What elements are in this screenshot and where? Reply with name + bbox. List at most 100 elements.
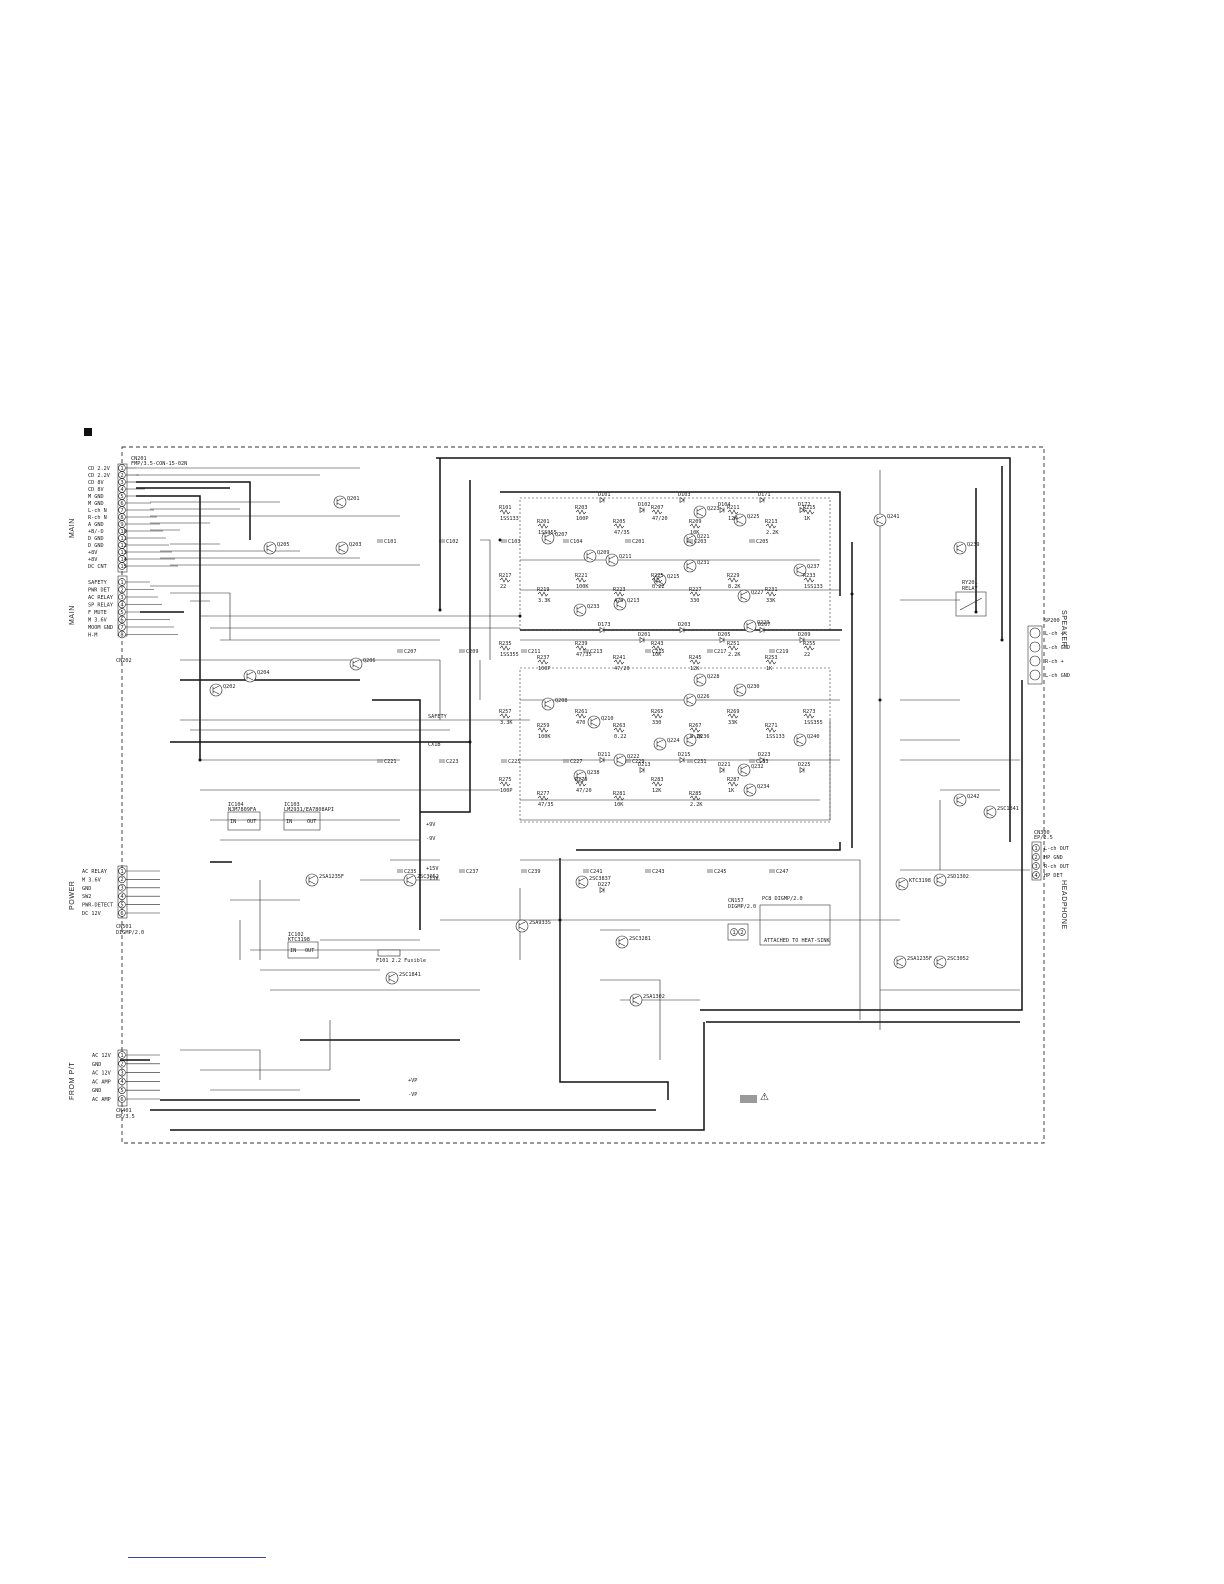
ic-pin-label: IN xyxy=(230,819,236,825)
transistor-collector xyxy=(632,995,640,1000)
ic-box xyxy=(283,811,321,831)
transistor-emitter xyxy=(616,760,624,765)
transistor-label: 2SC1841 xyxy=(997,806,1019,812)
junction-dot xyxy=(438,608,442,612)
capacitor-label: C207 xyxy=(404,649,417,655)
pin-number: 13 xyxy=(120,550,127,556)
pin-number: 4 xyxy=(120,487,123,493)
transistor-emitter xyxy=(308,880,316,885)
from-pt-connector-pin-label: GND xyxy=(92,1088,101,1094)
transistor-emitter xyxy=(736,690,744,695)
transistor-emitter xyxy=(740,596,748,601)
transistor-emitter xyxy=(616,604,624,609)
main-connector-pin-label: L-ch N xyxy=(88,508,107,514)
transistor-power xyxy=(933,955,947,969)
side-label-main: MAIN xyxy=(69,518,76,538)
resistor xyxy=(689,659,701,665)
rail-label: +9V xyxy=(426,822,435,828)
transistor-collector xyxy=(544,699,552,704)
side-label-main: MAIN xyxy=(69,605,76,625)
resistor xyxy=(499,577,511,583)
diode xyxy=(639,766,645,774)
resistor-label: R203 xyxy=(575,505,588,511)
main-connector-pin-label: M GND xyxy=(88,501,104,507)
resistor xyxy=(727,713,739,719)
main-connector-pin-label: +8V xyxy=(88,557,97,563)
transistor-label: Q204 xyxy=(257,670,270,676)
signal-wire xyxy=(600,979,661,1060)
transistor-label: Q230 xyxy=(747,684,760,690)
speaker-pin-label: L-ch GND xyxy=(1045,645,1070,651)
resistor-value: 2.2K xyxy=(690,802,703,808)
main-connector-pin-label: R-ch N xyxy=(88,515,107,521)
resistor-label: R263 xyxy=(613,723,626,729)
power-connector-pin-label: SW2 xyxy=(82,894,91,900)
transistor-emitter xyxy=(578,882,586,887)
diode xyxy=(679,626,685,634)
transistor-collector xyxy=(736,515,744,520)
power-connector-pin-label: GND xyxy=(82,886,91,892)
capacitor-label: C233 xyxy=(756,759,769,765)
resistor-label: R219 xyxy=(537,587,550,593)
transistor-collector xyxy=(740,591,748,596)
resistor-value: 100K xyxy=(576,584,589,590)
resistor xyxy=(613,523,625,529)
rail-label: -VP xyxy=(408,1092,417,1098)
pin-number: 5 xyxy=(120,902,123,908)
resistor-label: R233 xyxy=(803,573,816,579)
transistor-label: Q207 xyxy=(555,532,568,538)
transistor-label: Q226 xyxy=(697,694,710,700)
main-connector-pin-label: D GND xyxy=(88,543,104,549)
transistor-emitter xyxy=(576,776,584,781)
transistor-collector xyxy=(656,739,664,744)
transistor-emitter xyxy=(956,800,964,805)
main-connector-pin-label: CD 8V xyxy=(88,480,104,486)
control-connector-pin-label: SAFETY xyxy=(88,580,108,586)
resistor xyxy=(575,713,587,719)
signal-wire xyxy=(150,585,201,600)
transistor-collector xyxy=(266,543,274,548)
transistor-emitter xyxy=(936,880,944,885)
control-connector-pin-label: MOOM GND xyxy=(88,625,113,631)
ic-ref: IC102 xyxy=(288,932,304,938)
transistor-power xyxy=(893,955,907,969)
resistor-label: R209 xyxy=(689,519,702,525)
resistor xyxy=(765,591,777,597)
transistor-emitter xyxy=(986,812,994,817)
control-connector-pin xyxy=(118,623,126,631)
pin-number: 7 xyxy=(120,625,123,631)
pin-number: 9 xyxy=(120,522,123,528)
capacitor-label: C211 xyxy=(528,649,541,655)
transistor-collector xyxy=(686,735,694,740)
resistor xyxy=(689,727,701,733)
junction-dot xyxy=(468,740,472,744)
transistor-label: Q231 xyxy=(697,560,710,566)
diode xyxy=(799,636,805,644)
main-connector-body xyxy=(117,463,128,573)
resistor-value: 1SS355 xyxy=(538,530,557,536)
capacitor-label: C239 xyxy=(528,869,541,875)
transistor-power xyxy=(895,877,909,891)
pin-number: 2 xyxy=(740,930,743,936)
transistor-label: Q233 xyxy=(587,604,600,610)
pin-number: 7 xyxy=(120,508,123,514)
ic-ref: IC104 xyxy=(228,802,244,808)
power-connector-pin-label: AC RELAY xyxy=(82,869,108,875)
junction-dot xyxy=(850,592,854,596)
diode-label: D223 xyxy=(758,752,771,758)
power-connector-part: DIGMP/2.0 xyxy=(116,930,144,936)
junction-dot xyxy=(198,758,202,762)
power-connector-pin-label: M 3.6V xyxy=(82,877,101,883)
transistor-label: Q239 xyxy=(967,542,980,548)
warning-swatch xyxy=(740,1095,757,1103)
transistor-emitter xyxy=(936,962,944,967)
transistor-label: Q211 xyxy=(619,554,632,560)
pin-number: 3 xyxy=(120,886,123,892)
resistor-value: 8.2K xyxy=(728,584,741,590)
transistor-collector xyxy=(896,957,904,962)
transistor-collector xyxy=(338,543,346,548)
resistor-label: R231 xyxy=(765,587,778,593)
resistor-value: 22 xyxy=(500,584,506,590)
diode-label: D213 xyxy=(638,762,651,768)
power-connector-ref: CN501 xyxy=(116,924,132,930)
